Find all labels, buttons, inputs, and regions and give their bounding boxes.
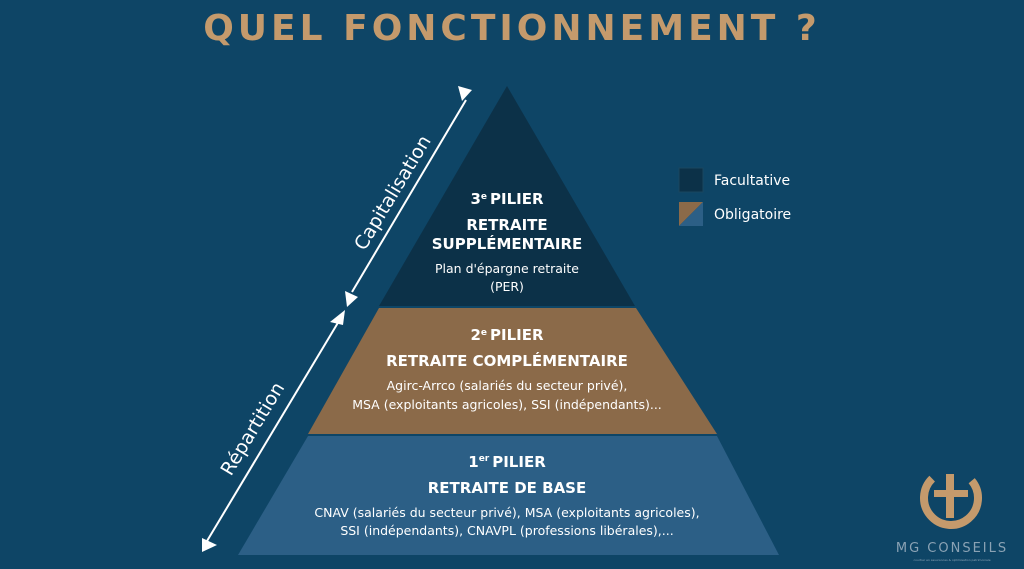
arrow-middle-down-icon bbox=[345, 291, 358, 307]
tier-2-shape bbox=[308, 308, 717, 434]
arrow-bottom-icon bbox=[202, 538, 217, 552]
tier-3-desc-line-1: Plan d'épargne retraite bbox=[435, 261, 579, 276]
tier-1-desc-line-1: CNAV (salariés du secteur privé), MSA (e… bbox=[314, 505, 699, 520]
tier-1-shape bbox=[238, 436, 779, 555]
tier-2-name: RETRAITE COMPLÉMENTAIRE bbox=[386, 351, 628, 370]
tier-3-name-line-2: SUPPLÉMENTAIRE bbox=[432, 234, 583, 253]
capitalisation-axis-line bbox=[351, 99, 467, 293]
legend-facultative-label: Facultative bbox=[714, 173, 790, 189]
tier-1-name: RETRAITE DE BASE bbox=[428, 479, 586, 497]
tier-3-name-line-1: RETRAITE bbox=[466, 216, 547, 234]
repartition-axis-line bbox=[206, 320, 340, 542]
tier-2-desc-line-2: MSA (exploitants agricoles), SSI (indépe… bbox=[352, 397, 662, 412]
legend-obligatoire-swatch bbox=[679, 202, 703, 226]
arrow-middle-up-icon bbox=[330, 310, 345, 325]
legend-facultative-swatch bbox=[678, 167, 704, 193]
arrow-top-icon bbox=[458, 86, 472, 101]
page-title: QUEL FONCTIONNEMENT ? bbox=[203, 8, 821, 49]
brand-tagline: courtier en assurances & optimisation pa… bbox=[913, 558, 990, 562]
tier-1-desc-line-2: SSI (indépendants), CNAVPL (professions … bbox=[340, 523, 673, 538]
mg-conseils-logo-icon bbox=[920, 467, 982, 529]
legend-obligatoire-label: Obligatoire bbox=[714, 207, 791, 223]
tier-3-shape bbox=[379, 86, 635, 306]
tier-2-desc-line-1: Agirc-Arrco (salariés du secteur privé), bbox=[387, 378, 628, 393]
tier-3-desc-line-2: (PER) bbox=[490, 279, 524, 294]
brand-name: MG CONSEILS bbox=[896, 541, 1008, 556]
